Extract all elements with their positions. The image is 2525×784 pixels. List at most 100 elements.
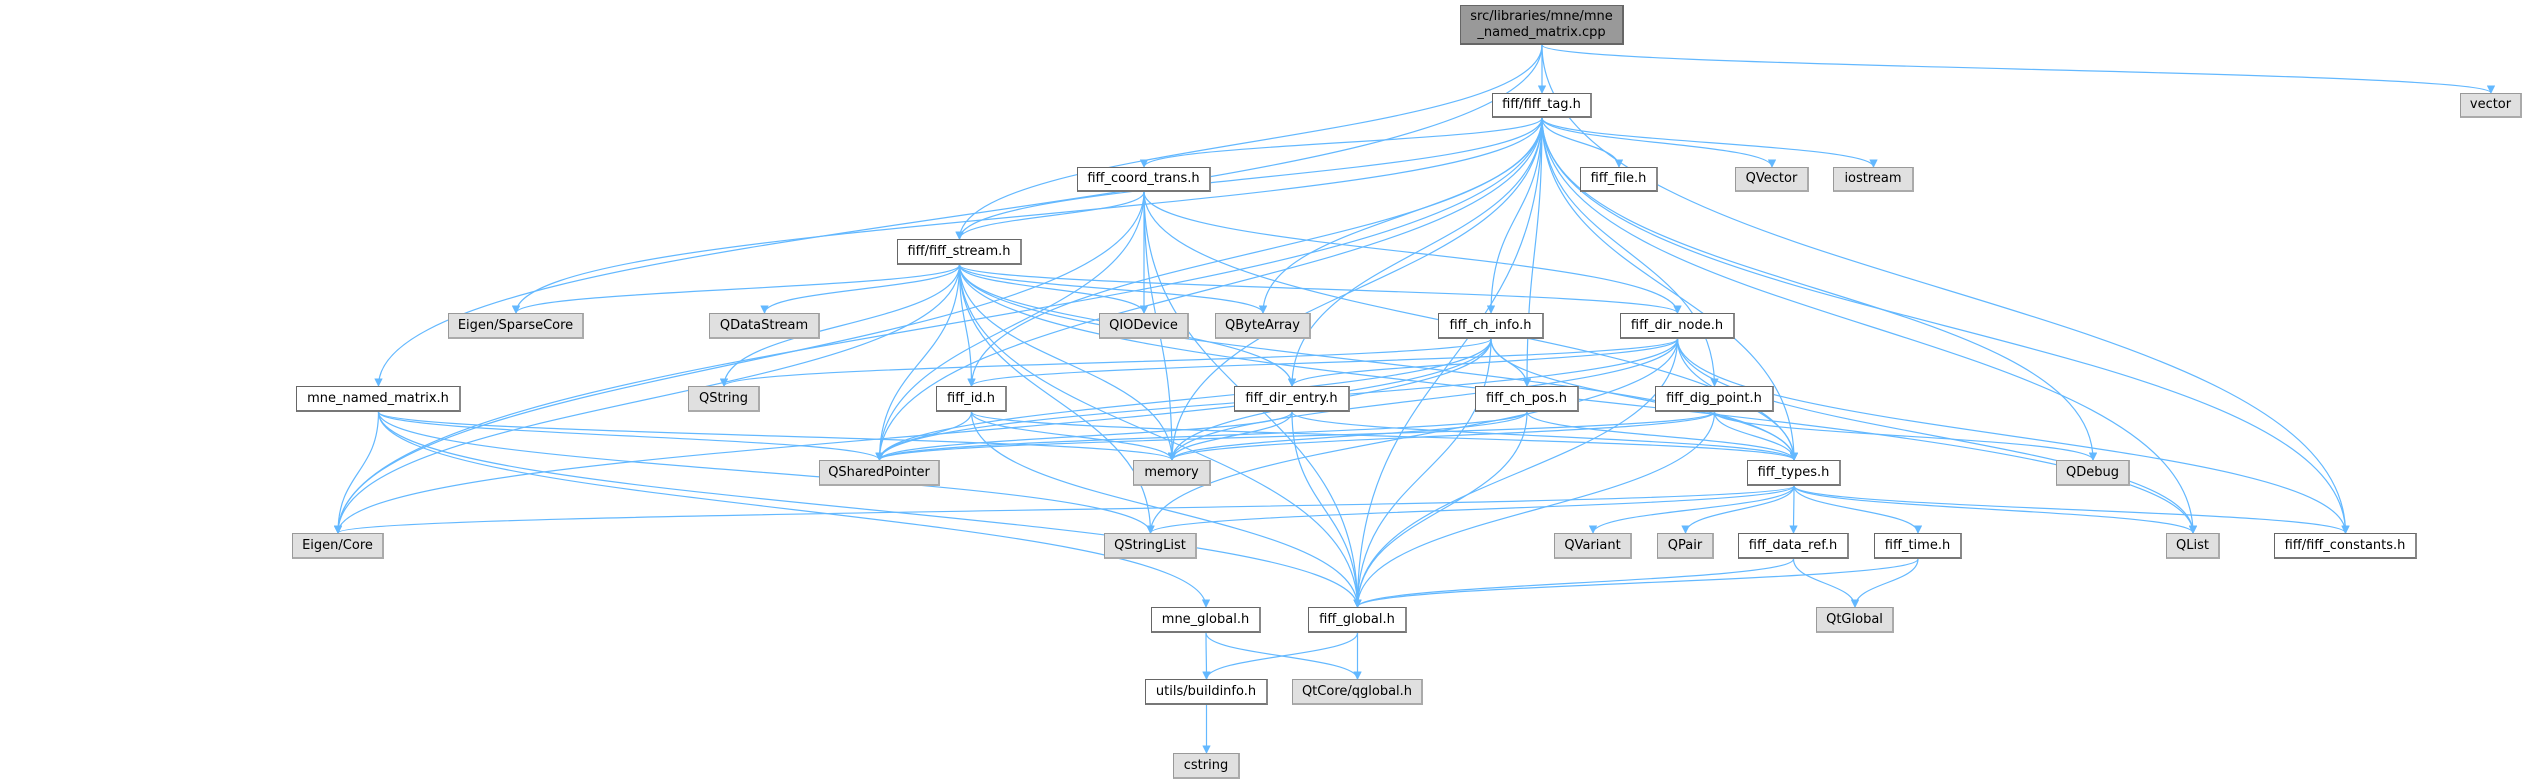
edge-fiff_ch_info-to-Eigen_Core [333,338,1492,534]
graph-node-fiff-types[interactable]: fiff_types.h [1747,460,1841,486]
edge-fiff_stream-to-fiff_global [958,264,1362,608]
edge-fiff_id-to-fiff_global [970,411,1362,608]
edge-fiff_tag-to-QList [1541,117,2198,534]
edge-fiff_tag-to-Eigen_Core [333,117,1543,534]
graph-node-qstring[interactable]: QString [688,386,760,412]
edge-fiff_types-to-fiff_data_ref [1789,485,1798,534]
edge-fiff_tag-to-Eigen_SparseCore [511,117,1543,314]
graph-node-qvariant[interactable]: QVariant [1554,533,1632,559]
edge-fiff_tag-to-fiff_id [967,117,1543,387]
edge-fiff_ch_info-to-fiff_types [1490,338,1799,461]
graph-node-buildinfo[interactable]: utils/buildinfo.h [1145,679,1268,705]
graph-node-fiff-tag[interactable]: fiff/fiff_tag.h [1492,93,1592,118]
edge-root-to-fiff_stream [955,44,1543,240]
graph-node-qtglobal[interactable]: QtGlobal [1816,607,1894,633]
edge-fiff_tag-to-fiff_stream [955,117,1543,240]
edge-fiff_dir_node-to-fiff_dir_entry [1287,338,1679,387]
graph-node-mne-global[interactable]: mne_global.h [1151,607,1261,633]
edge-fiff_id-to-memory [970,411,1177,461]
graph-node-cstring[interactable]: cstring [1173,753,1240,779]
edge-fiff_dir_entry-to-QSharedPointer [875,411,1293,461]
edge-fiff_stream-to-fiff_id [958,264,976,387]
edge-fiff_tag-to-fiff_dir_entry [1287,117,1543,387]
edge-fiff_dir_entry-to-fiff_global [1291,411,1362,608]
edge-fiff_data_ref-to-QtGlobal [1792,558,1860,608]
edge-mne_named_matrix_h-to-fiff_global [377,411,1362,608]
edge-fiff_tag-to-iostream [1541,117,1878,168]
edge-fiff_stream-to-Eigen_SparseCore [511,264,961,314]
edge-fiff_tag-to-QSharedPointer [875,117,1543,461]
edge-fiff_tag-to-QVector [1541,117,1777,168]
edge-fiff_time-to-fiff_global [1353,558,1919,608]
graph-node-fiff-file[interactable]: fiff_file.h [1580,167,1658,192]
edge-fiff_dig_point-to-memory [1167,411,1716,461]
edge-fiff_tag-to-fiff_ch_pos [1522,117,1543,387]
edge-fiff_dig_point-to-fiff_global [1353,411,1716,608]
graph-node-mne-named-matrix-h[interactable]: mne_named_matrix.h [296,386,461,412]
graph-node-qdebug[interactable]: QDebug [2056,460,2130,486]
graph-node-fiff-ch-info[interactable]: fiff_ch_info.h [1438,313,1544,339]
graph-node-fiff-coord-trans[interactable]: fiff_coord_trans.h [1077,167,1211,192]
graph-node-fiff-global[interactable]: fiff_global.h [1308,607,1407,633]
graph-node-qdatastream[interactable]: QDataStream [709,313,820,339]
graph-node-eigen-sparsecore[interactable]: Eigen/SparseCore [448,313,584,339]
graph-node-qstringlist[interactable]: QStringList [1104,533,1197,559]
edge-fiff_types-to-fiff_constants [1793,485,2350,534]
edge-fiff_tag-to-fiff_dig_point [1541,117,1719,387]
edge-fiff_types-to-QPair [1681,485,1795,534]
graph-node-qglobal[interactable]: QtCore/qglobal.h [1292,679,1423,705]
graph-node-fiff-data-ref[interactable]: fiff_data_ref.h [1738,533,1849,559]
graph-node-fiff-constants[interactable]: fiff/fiff_constants.h [2274,533,2417,559]
edge-mne_named_matrix_h-to-memory [377,411,1176,461]
graph-node-fiff-id[interactable]: fiff_id.h [936,386,1007,412]
edge-fiff_dir_node-to-QStringList [1146,338,1679,534]
edge-fiff_ch_info-to-QSharedPointer [875,338,1492,461]
edge-root-to-vector [1541,44,2495,94]
graph-node-fiff-dir-entry[interactable]: fiff_dir_entry.h [1234,386,1350,412]
graph-node-root[interactable]: src/libraries/mne/mne _named_matrix.cpp [1460,5,1624,45]
edge-fiff_dir_node-to-memory [1167,338,1679,461]
edge-fiff_types-to-QVariant [1588,485,1795,534]
edge-fiff_coord_trans-to-fiff_dir_node [1143,191,1682,314]
edge-fiff_ch_info-to-QString [720,338,1492,387]
graph-node-qvector[interactable]: QVector [1735,167,1809,192]
edge-fiff_tag-to-fiff_file [1541,117,1624,168]
edge-fiff_dir_node-to-QList [1676,338,2198,534]
graph-node-fiff-dir-node[interactable]: fiff_dir_node.h [1620,313,1735,339]
graph-node-qbytearray[interactable]: QByteArray [1215,313,1311,339]
graph-node-memory[interactable]: memory [1133,460,1211,486]
edge-fiff_dir_entry-to-fiff_types [1291,411,1799,461]
graph-node-eigen-core[interactable]: Eigen/Core [292,533,384,559]
edge-fiff_dir_node-to-fiff_constants [1676,338,2350,534]
edge-fiff_tag-to-fiff_ch_info [1486,117,1543,314]
edge-fiff_coord_trans-to-Eigen_Core [333,191,1145,534]
graph-node-qlist[interactable]: QList [2166,533,2220,559]
edge-root-to-fiff_constants [1541,44,2350,534]
graph-node-qiodevice[interactable]: QIODevice [1099,313,1189,339]
graph-node-fiff-stream[interactable]: fiff/fiff_stream.h [897,239,1022,265]
edge-fiff_stream-to-QSharedPointer [875,264,961,461]
edge-fiff_types-to-QStringList [1146,485,1795,534]
edge-fiff_tag-to-fiff_global [1353,117,1543,608]
edge-mne_named_matrix_h-to-QStringList [377,411,1155,534]
edge-fiff_global-to-buildinfo [1202,632,1359,680]
graph-node-iostream[interactable]: iostream [1833,167,1914,192]
graph-node-vector[interactable]: vector [2460,93,2522,118]
edge-fiff_ch_pos-to-memory [1167,411,1528,461]
edge-fiff_types-to-QList [1793,485,2198,534]
edge-fiff_stream-to-fiff_dir_node [958,264,1682,314]
graph-node-qpair[interactable]: QPair [1657,533,1714,559]
edge-fiff_stream-to-fiff_types [958,264,1799,461]
edge-fiff_dig_point-to-QDebug [1713,411,2098,461]
graph-node-fiff-dig-point[interactable]: fiff_dig_point.h [1655,386,1774,412]
graph-node-qsharedpointer[interactable]: QSharedPointer [819,460,940,486]
edge-mne_global-to-buildinfo [1202,632,1211,680]
edge-fiff_ch_pos-to-fiff_types [1526,411,1799,461]
edge-fiff_dir_node-to-fiff_id [967,338,1679,387]
edge-fiff_tag-to-QByteArray [1258,117,1543,314]
graph-node-fiff-ch-pos[interactable]: fiff_ch_pos.h [1475,386,1579,412]
edge-fiff_dig_point-to-fiff_types [1713,411,1799,461]
edge-fiff_ch_pos-to-QSharedPointer [875,411,1528,461]
graph-node-fiff-time[interactable]: fiff_time.h [1874,533,1962,559]
